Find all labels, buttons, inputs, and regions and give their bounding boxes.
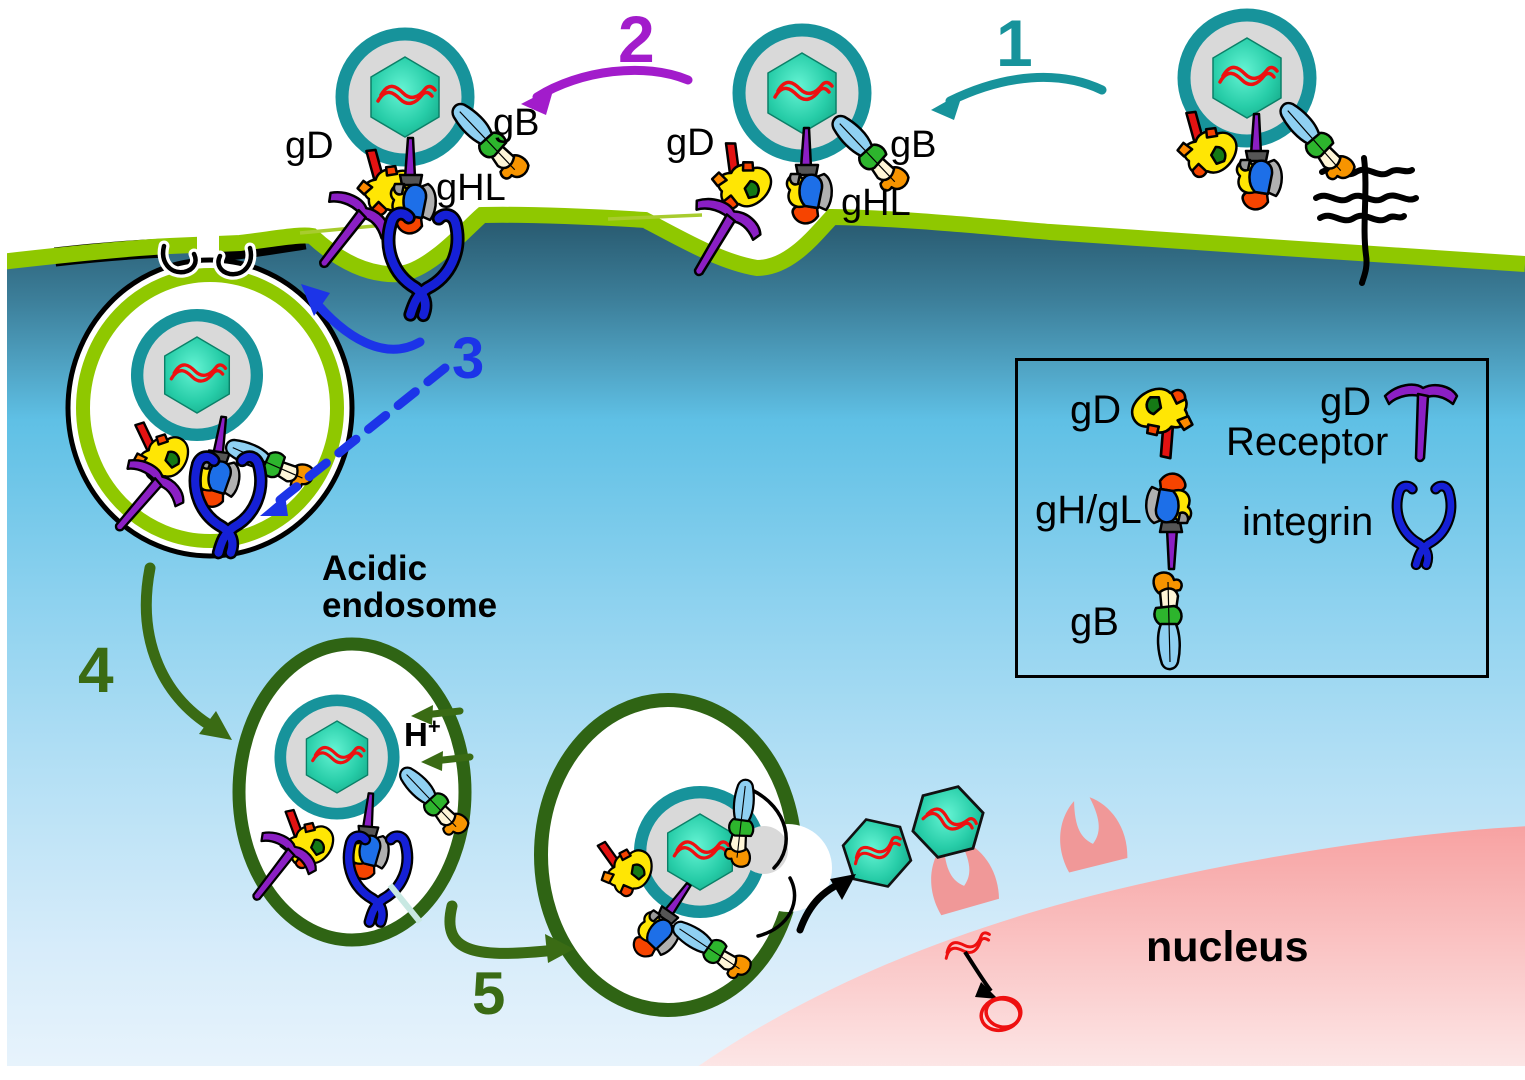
step-1-label: 1 [996,6,1033,80]
fusing-endosome [534,693,832,1017]
virion-free [1165,15,1360,211]
circular-dna-icon [979,995,1023,1033]
plasma-membrane [0,206,1525,283]
gd-label-left: gD [285,125,334,167]
released-capsids [796,778,988,934]
proton-label: H+ [404,714,441,753]
acidic-endosome-label: Acidic endosome [322,549,498,626]
legend-ghgl-label: gH/gL [1035,488,1142,532]
gd-label-middle: gD [666,122,715,164]
nucleus-label: nucleus [1146,923,1309,971]
step-5-label: 5 [472,960,506,1027]
step-1-arrow [931,73,1107,120]
step-5-arrow [444,900,574,963]
ghl-label-left: gHL [436,167,506,209]
legend-gd-receptor-label-1: gD [1320,380,1372,424]
step-2-arrow [521,65,693,115]
legend-gb-label: gB [1070,600,1119,644]
step-3-label: 3 [452,326,485,391]
step-3-arrow [260,284,450,516]
legend-box [1015,358,1489,678]
proton-arrows [411,705,474,771]
legend-integrin-label: integrin [1242,500,1374,544]
legend-gd-receptor-label-2: Receptor [1226,420,1389,464]
nucleus [678,791,1525,1080]
ghl-label-middle: gHL [841,182,911,224]
step-4-arrow [140,562,232,740]
acidic-endosome [228,637,473,947]
fusion-pore-lines [750,788,797,938]
gb-label-left: gB [493,102,540,144]
virion-in-vesicle [137,315,257,435]
legend-gd-label: gD [1070,388,1122,432]
step-2-label: 2 [618,2,655,76]
endocytic-vesicle [65,234,355,556]
gb-label-middle: gB [890,124,937,166]
step-4-label: 4 [78,634,114,706]
